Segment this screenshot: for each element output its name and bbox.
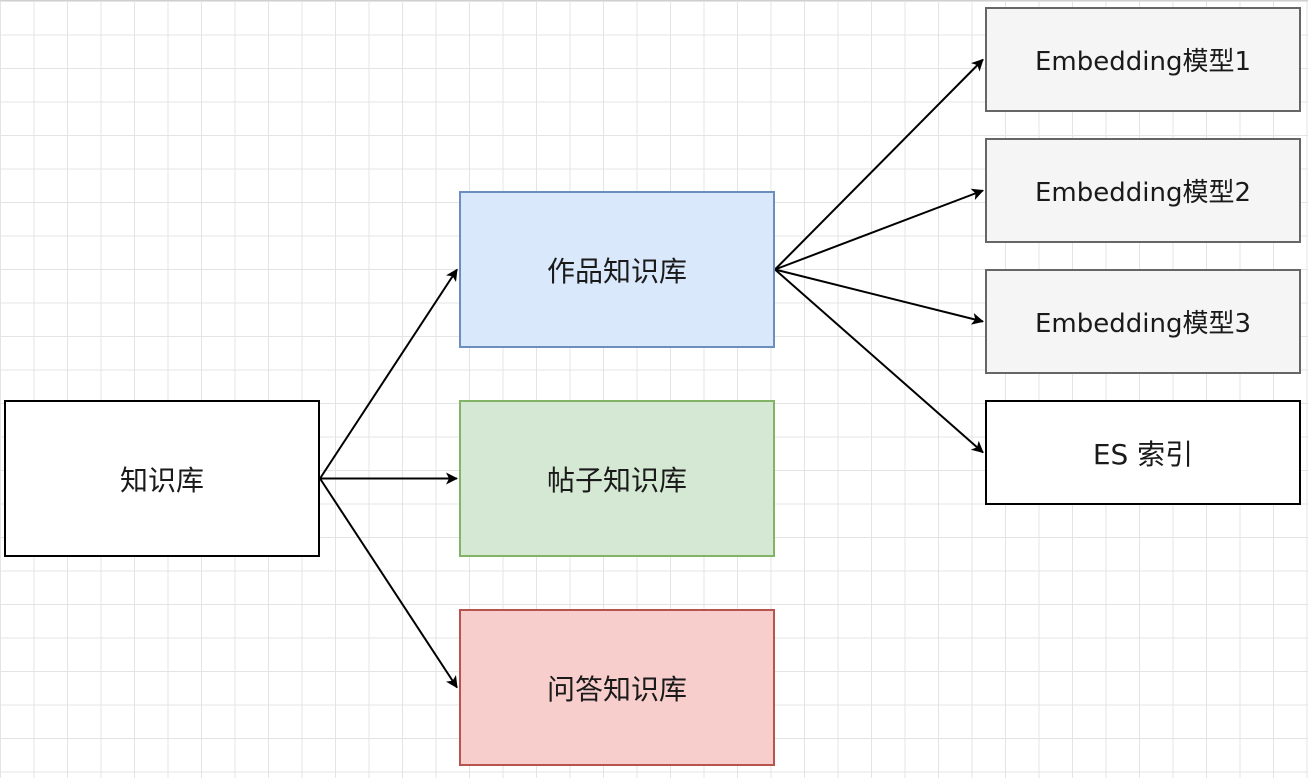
edge-works-to-emb1	[774, 58, 984, 271]
node-embedding-model-2-label: Embedding模型2	[1034, 178, 1251, 208]
edge-works-to-emb2	[774, 188, 984, 271]
node-knowledge-base[interactable]: 知识库	[4, 400, 320, 557]
edge-works-to-es	[774, 268, 984, 454]
node-posts-knowledge-base[interactable]: 帖子知识库	[459, 400, 775, 557]
node-embedding-model-1-label: Embedding模型1	[1034, 47, 1251, 77]
node-works-knowledge-base[interactable]: 作品知识库	[459, 191, 775, 348]
edge-root-to-works	[319, 268, 458, 480]
node-qa-knowledge-base[interactable]: 问答知识库	[459, 609, 775, 766]
node-es-index-label: ES 索引	[1092, 437, 1194, 471]
node-es-index[interactable]: ES 索引	[985, 400, 1301, 505]
node-embedding-model-3-label: Embedding模型3	[1034, 309, 1251, 339]
node-embedding-model-1[interactable]: Embedding模型1	[985, 7, 1301, 112]
node-posts-knowledge-base-label: 帖子知识库	[546, 463, 687, 497]
node-embedding-model-2[interactable]: Embedding模型2	[985, 138, 1301, 243]
node-embedding-model-3[interactable]: Embedding模型3	[985, 269, 1301, 374]
node-qa-knowledge-base-label: 问答知识库	[546, 672, 687, 706]
node-works-knowledge-base-label: 作品知识库	[546, 254, 687, 288]
edge-works-to-emb3	[774, 268, 984, 325]
node-knowledge-base-label: 知识库	[119, 463, 204, 497]
edge-root-to-qa	[319, 477, 458, 689]
